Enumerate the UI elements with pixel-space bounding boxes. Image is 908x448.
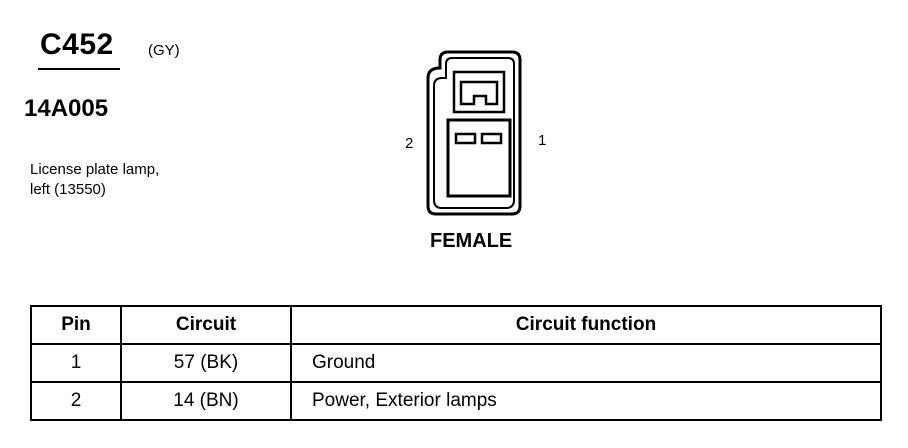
cell-circuit: 14 (BN) [120,381,292,421]
connector-face-drawing [426,50,522,216]
connector-id: C452 [40,28,114,61]
connector-color-code: (GY) [148,42,180,59]
part-number: 14A005 [24,95,109,122]
cell-circuit: 57 (BK) [120,343,292,383]
connector-inner-shell [433,57,515,209]
pin-label-left: 2 [405,135,414,152]
table-header-row: Pin Circuit Circuit function [30,305,882,345]
header-pin: Pin [30,305,122,345]
header-circuit: Circuit [120,305,292,345]
connector-description: License plate lamp, left (13550) [30,160,159,200]
connector-latch-outer [452,70,506,114]
cell-function: Ground [290,343,882,383]
terminal-housing [446,118,512,198]
description-line-1: License plate lamp, [30,161,160,178]
cell-pin: 1 [30,343,122,383]
cell-function: Power, Exterior lamps [290,381,882,421]
connector-gender: FEMALE [430,230,513,252]
terminal-pin-1 [480,132,503,145]
connector-latch [459,80,499,106]
description-line-2: left (13550) [30,181,106,198]
pin-label-right: 1 [538,132,547,149]
connector-id-underline [38,68,120,70]
pin-table: Pin Circuit Circuit function 1 57 (BK) G… [30,305,882,421]
table-row: 2 14 (BN) Power, Exterior lamps [30,381,882,421]
header-circuit-function: Circuit function [290,305,882,345]
connector-outer-shell [426,50,522,216]
cell-pin: 2 [30,381,122,421]
terminal-pin-2 [454,132,477,145]
table-row: 1 57 (BK) Ground [30,343,882,383]
